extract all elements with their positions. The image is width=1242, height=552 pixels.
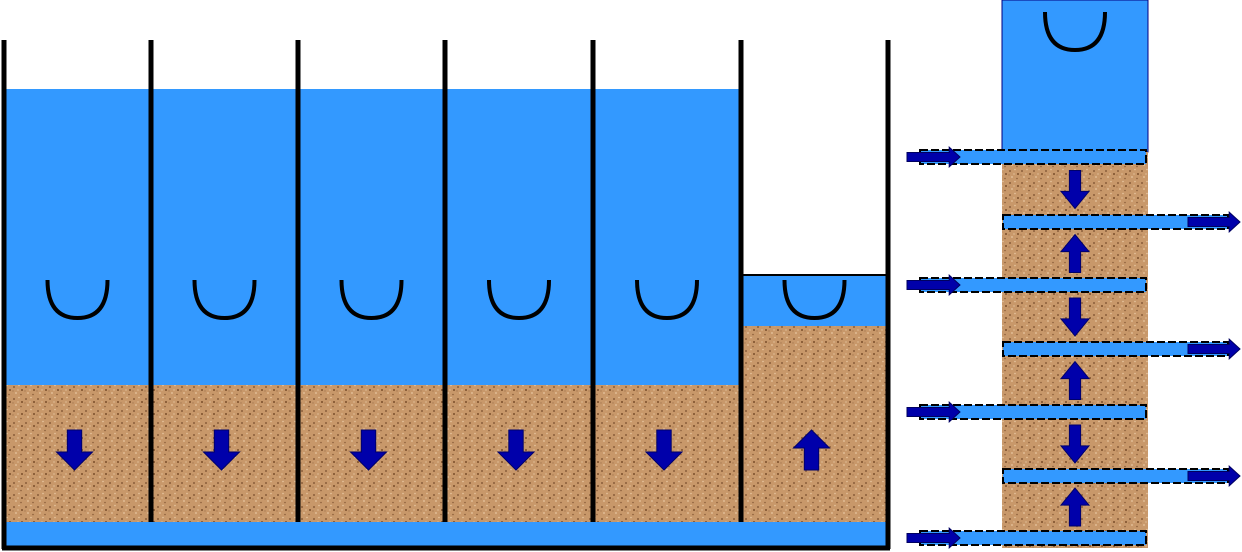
wave-icon [339, 279, 404, 321]
column-water-top [1001, 0, 1149, 153]
right-arrow-icon [1187, 464, 1241, 488]
water-layer [445, 89, 593, 385]
right-arrow-icon [906, 273, 961, 297]
right-column [906, 0, 1241, 550]
down-arrow-icon [1059, 170, 1091, 210]
water-layer [4, 89, 151, 385]
wave-icon [487, 279, 551, 321]
right-arrow-icon [906, 145, 961, 169]
down-arrow-icon [644, 429, 684, 471]
left-tank [1, 40, 891, 551]
up-arrow-icon [792, 429, 831, 471]
down-arrow-icon [1059, 424, 1091, 464]
wave-icon [1043, 11, 1107, 53]
down-arrow-icon [349, 429, 388, 471]
sand-bed [741, 326, 888, 522]
up-arrow-icon [1059, 360, 1091, 400]
right-arrow-icon [906, 526, 961, 550]
water-layer [151, 89, 298, 385]
right-arrow-icon [906, 400, 961, 424]
water-layer [593, 89, 741, 385]
down-arrow-icon [496, 429, 536, 471]
wave-icon [45, 279, 110, 321]
water-layer [298, 89, 445, 385]
wave-icon [192, 279, 257, 321]
down-arrow-icon [202, 429, 241, 471]
down-arrow-icon [55, 429, 94, 471]
right-arrow-icon [1187, 210, 1241, 234]
bottom-channel [4, 522, 888, 547]
up-arrow-icon [1059, 487, 1091, 527]
right-arrow-icon [1187, 337, 1241, 361]
down-arrow-icon [1059, 297, 1091, 337]
wave-icon [635, 279, 699, 321]
up-arrow-icon [1059, 233, 1091, 273]
wave-icon [782, 279, 847, 321]
